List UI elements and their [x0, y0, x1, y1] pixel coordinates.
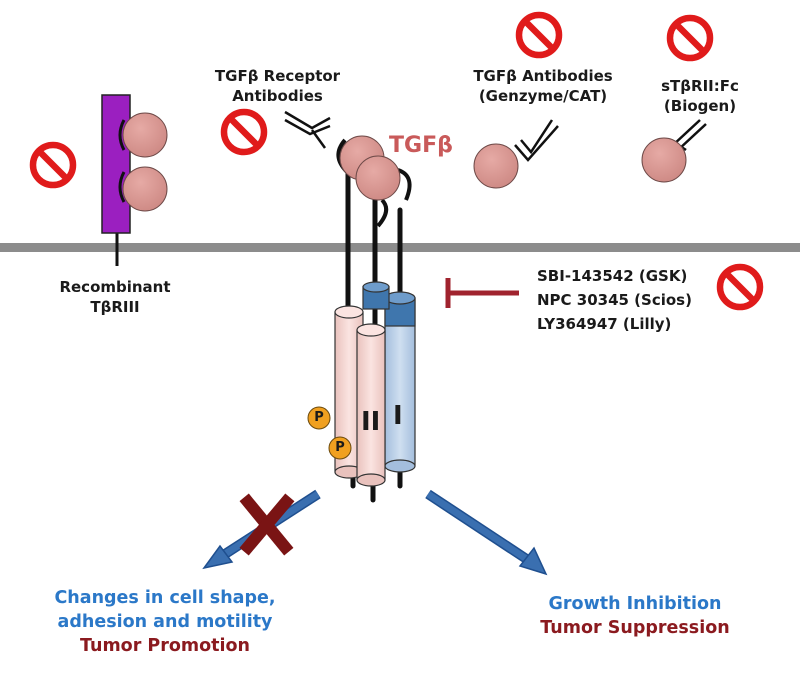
inhibit-symbol: [220, 108, 268, 156]
inhibit-symbol: [515, 11, 563, 59]
tgfb-ligand: [122, 112, 168, 158]
tgfb-antibody: [514, 119, 559, 162]
inhibit-symbol: [29, 141, 77, 189]
soluble-receptor-label: sTβRII:Fc (Biogen): [661, 77, 739, 115]
tgfb-antibodies-label: TGFβ Antibodies (Genzyme/CAT): [473, 67, 613, 105]
kinase-inhibitor-bar: [445, 278, 519, 308]
blocked-pathway-x: [239, 493, 295, 556]
recombinant-label: Recombinant TβRIII: [59, 278, 171, 316]
receptor-one-label: I: [393, 401, 403, 431]
kinase-inhibitor-item: SBI-143542 (GSK): [537, 267, 688, 285]
phosphate-label: P: [335, 440, 345, 455]
tgfb-label: TGFβ: [389, 133, 453, 158]
arrow-right-outcome: [425, 489, 548, 576]
left-outcome-line2: adhesion and motility: [57, 612, 273, 632]
right-outcome-line1: Growth Inhibition: [548, 594, 722, 614]
receptor-antibodies-label: TGFβ Receptor Antibodies: [214, 67, 341, 105]
betaglycan-receptor: [101, 94, 168, 266]
left-outcome: Changes in cell shape, adhesion and moti…: [0, 586, 330, 658]
right-outcome-line2: Tumor Suppression: [540, 618, 730, 638]
inhibit-symbol: [716, 263, 764, 311]
inhibit-symbol: [666, 14, 714, 62]
tgfb-ligand: [122, 166, 168, 212]
phosphate-group: [328, 436, 352, 460]
tgfb-ligand: [355, 155, 401, 201]
left-outcome-line1: Changes in cell shape,: [54, 588, 276, 608]
kinase-inhibitor-item: NPC 30345 (Scios): [537, 291, 692, 309]
tgfb-ligand: [473, 143, 519, 189]
right-outcome: Growth Inhibition Tumor Suppression: [510, 592, 760, 640]
receptor-two-label: II: [361, 407, 381, 437]
tgfb-ligand: [641, 137, 687, 183]
receptor-antibody: [284, 110, 331, 149]
phosphate-group: [307, 406, 331, 430]
phosphate-label: P: [314, 410, 324, 425]
kinase-inhibitor-item: LY364947 (Lilly): [537, 315, 672, 333]
type-one-receptor: [384, 291, 416, 473]
left-outcome-line3: Tumor Promotion: [79, 636, 251, 656]
kinase-inhibitor-list: SBI-143542 (GSK) NPC 30345 (Scios) LY364…: [537, 264, 692, 336]
